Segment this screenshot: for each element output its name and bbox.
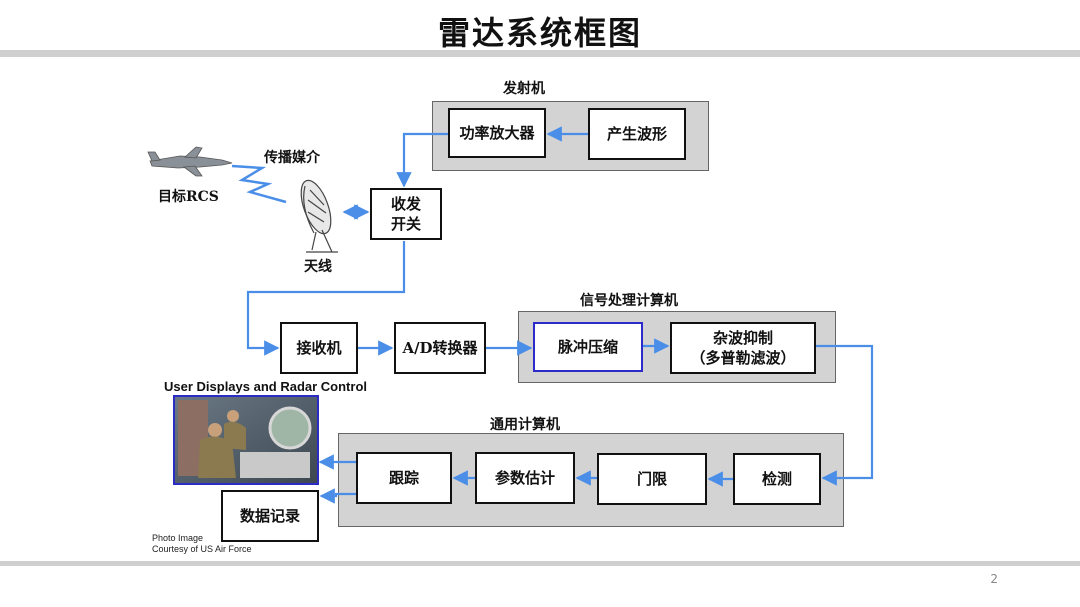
parameter-estimation-block: 参数估计: [475, 452, 575, 504]
data-record-block: 数据记录: [221, 490, 319, 542]
photo-credit-line2: Courtesy of US Air Force: [152, 544, 252, 555]
adc-text: A/D转换器: [402, 338, 478, 357]
bottom-divider: [0, 561, 1080, 566]
aircraft-icon: [147, 146, 233, 177]
clutter-suppression-text-line1: 杂波抑制: [712, 328, 773, 347]
clutter-suppression-text-line2: （多普勒滤波）: [690, 349, 796, 367]
pulse-compression-block: 脉冲压缩: [533, 322, 643, 372]
top-divider: [0, 50, 1080, 57]
page-title: 雷达系统框图: [437, 14, 642, 52]
tracking-text: 跟踪: [388, 468, 419, 487]
receiver-block: 接收机: [280, 322, 358, 374]
signal-processing-label: 信号处理计算机: [580, 293, 678, 309]
parameter-estimation-text: 参数估计: [494, 468, 555, 487]
tracking-block: 跟踪: [356, 452, 452, 504]
pulse-compression-text: 脉冲压缩: [557, 337, 618, 356]
adc-block: A/D转换器: [394, 322, 486, 374]
user-displays-label: User Displays and Radar Control: [164, 379, 367, 394]
photo-credit: Photo Image Courtesy of US Air Force: [152, 533, 252, 556]
duplexer-block: 收发 开关: [370, 188, 442, 240]
transmitter-label: 发射机: [503, 81, 545, 97]
waveform-generator-text: 产生波形: [606, 124, 667, 143]
page-number: 2: [990, 572, 998, 586]
detection-block: 检测: [733, 453, 821, 505]
power-amplifier-text: 功率放大器: [459, 123, 535, 142]
propagation-medium-label: 传播媒介: [264, 150, 320, 166]
radar-control-photo: [173, 395, 319, 485]
target-rcs-label: 目标RCS: [158, 189, 219, 205]
waveform-generator-block: 产生波形: [588, 108, 686, 160]
signal-zigzag: [231, 164, 287, 204]
power-amplifier-block: 功率放大器: [448, 108, 546, 158]
photo-credit-line1: Photo Image: [152, 533, 204, 543]
antenna-label: 天线: [304, 259, 332, 275]
receiver-text: 接收机: [296, 338, 342, 357]
threshold-text: 门限: [636, 469, 667, 488]
threshold-block: 门限: [597, 453, 707, 505]
general-computer-label: 通用计算机: [490, 417, 560, 433]
duplexer-text-line1: 收发: [390, 194, 421, 213]
duplexer-text-line2: 开关: [390, 215, 421, 233]
data-record-text: 数据记录: [239, 506, 300, 525]
antenna-dish-icon: [300, 179, 338, 253]
clutter-suppression-block: 杂波抑制 （多普勒滤波）: [670, 322, 816, 374]
detection-text: 检测: [761, 469, 792, 488]
